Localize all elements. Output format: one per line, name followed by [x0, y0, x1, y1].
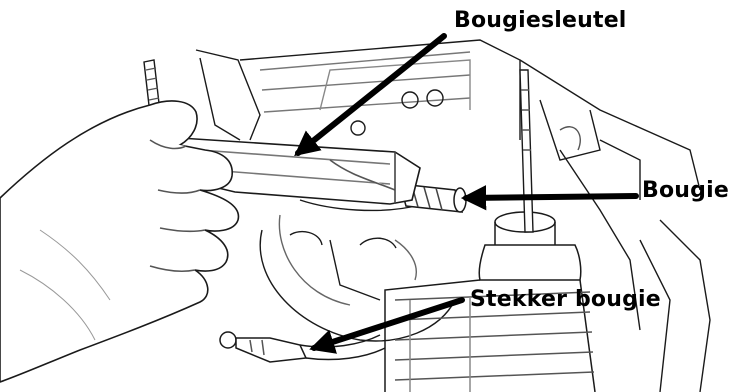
cylinder-shroud — [260, 200, 455, 341]
label-stekker-bougie: Stekker bougie — [470, 289, 661, 311]
arrow-to-bougie — [466, 196, 636, 198]
plug-cap-and-wire — [220, 332, 385, 362]
label-bougie: Bougie — [642, 180, 729, 202]
label-bougiesleutel: Bougiesleutel — [454, 10, 627, 32]
